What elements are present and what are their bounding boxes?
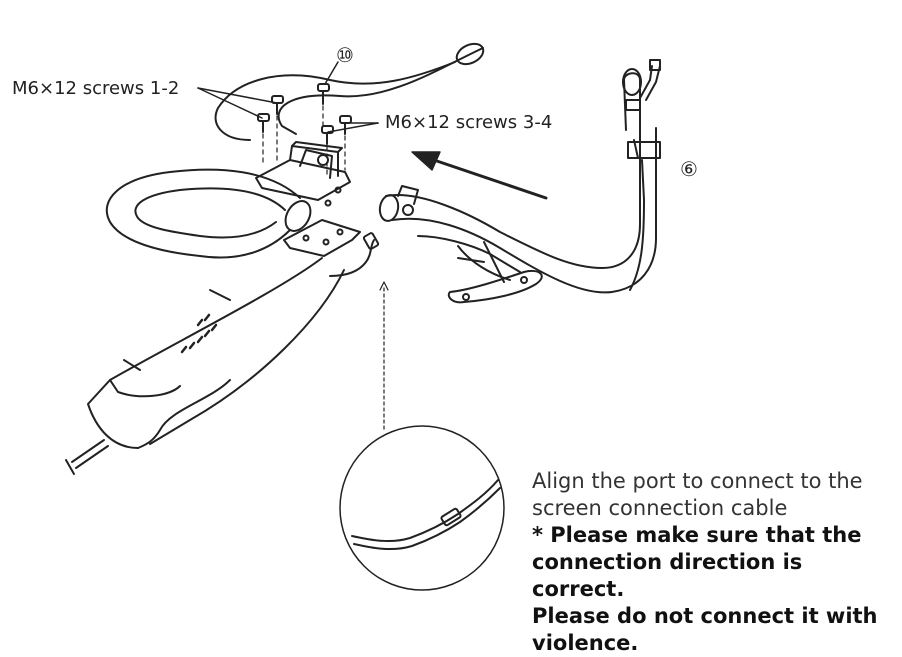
detail-callout xyxy=(339,281,505,591)
stem-tube xyxy=(378,127,657,304)
screw-2 xyxy=(257,113,270,133)
screw-10 xyxy=(317,83,330,105)
part-10-label: ⑩ xyxy=(336,43,354,67)
warning-line-4: violence. xyxy=(532,631,639,655)
label-leaders xyxy=(197,61,379,133)
base-plate xyxy=(283,219,361,257)
screw-3 xyxy=(339,115,352,135)
instruction-line-2: screen connection cable xyxy=(532,496,788,520)
screws-1-2-label: M6×12 screws 1-2 xyxy=(12,78,180,99)
screws-3-4-label: M6×12 screws 3-4 xyxy=(385,112,553,133)
part-6-label: ⑥ xyxy=(680,157,698,181)
alignment-lines xyxy=(262,105,346,176)
instruction-line-1: Align the port to connect to the xyxy=(532,469,863,493)
screw-4 xyxy=(321,125,334,145)
console-cable xyxy=(329,232,380,277)
warning-line-2: connection direction is correct. xyxy=(532,550,803,601)
direction-arrow xyxy=(411,151,548,200)
screw-1 xyxy=(271,95,284,115)
warning-line-1: * Please make sure that the xyxy=(532,523,862,547)
warning-line-3: Please do not connect it with xyxy=(532,604,878,628)
lower-handlebar xyxy=(105,168,312,259)
instructions: Align the port to connect to the screen … xyxy=(532,468,894,657)
upper-handlebar xyxy=(214,42,485,141)
handle-tube xyxy=(622,59,661,291)
console-body xyxy=(65,257,345,475)
mount-bracket xyxy=(255,141,351,207)
